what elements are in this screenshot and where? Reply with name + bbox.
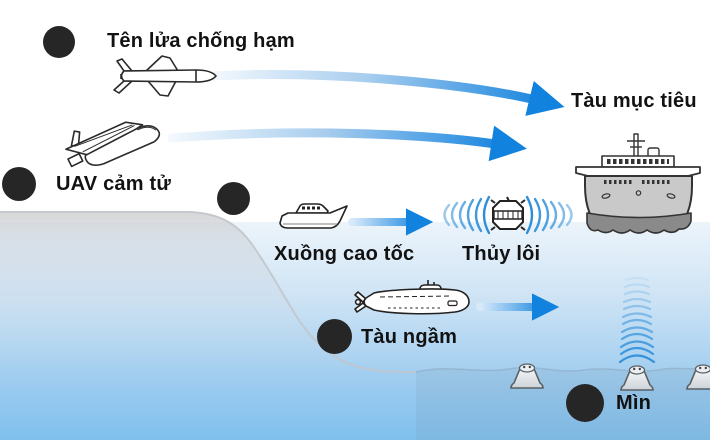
label-target-ship: Tàu mục tiêu <box>571 90 697 112</box>
label-bottom-mine: Mìn <box>616 392 652 414</box>
sonar-waves-vertical-icon <box>618 276 656 364</box>
sonar-waves-horizontal-icon <box>443 195 573 235</box>
submarine-icon <box>354 280 470 315</box>
target-ship-icon <box>575 133 701 234</box>
bullet-marker-submarine <box>317 319 352 354</box>
uav-attack-arrow <box>167 125 527 162</box>
label-submarine: Tàu ngầm <box>361 326 458 348</box>
suicide-uav-icon <box>65 121 161 168</box>
bullet-marker-missile <box>43 26 75 58</box>
bullet-marker-speedboat <box>217 182 250 215</box>
anti-ship-missile-icon <box>113 55 217 97</box>
label-uav: UAV cảm tử <box>56 173 172 195</box>
speedboat-icon <box>279 203 348 229</box>
bullet-marker-uav <box>2 167 36 201</box>
label-floating-mine: Thủy lôi <box>462 243 541 265</box>
floating-mine-icon <box>490 196 526 231</box>
coastal-slope <box>0 211 418 440</box>
label-missile: Tên lửa chống hạm <box>107 30 295 52</box>
label-speedboat: Xuồng cao tốc <box>274 243 415 265</box>
seabed <box>415 366 710 440</box>
missile-attack-arrow <box>208 70 565 116</box>
bullet-marker-mine <box>566 384 604 422</box>
